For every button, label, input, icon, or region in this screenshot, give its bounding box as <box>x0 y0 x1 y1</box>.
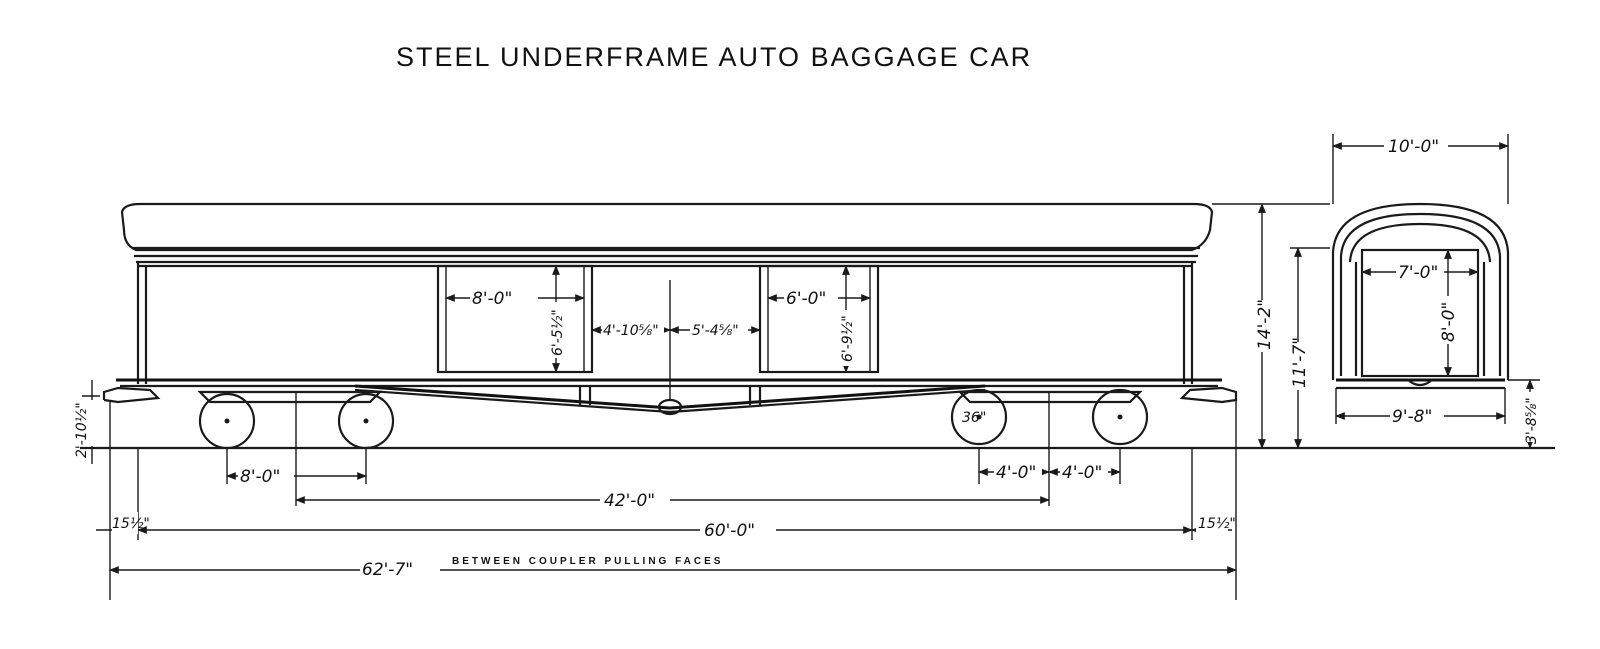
dim-truck-wheelbase-right-b: 4'-0" <box>1062 463 1102 483</box>
dim-door-left-height: 6'-5½" <box>550 309 566 356</box>
dim-door-right-width: 6'-0" <box>786 289 826 309</box>
dim-overall-height: 14'-2" <box>1255 299 1275 350</box>
side-door-right <box>758 264 880 374</box>
dim-end-floor-height: 3'-8⅝" <box>1524 397 1540 444</box>
dim-end-overhang-left: 15½" <box>112 516 150 532</box>
end-elevation <box>1331 202 1510 390</box>
dim-end-floor-width: 9'-8" <box>1392 407 1432 427</box>
dim-wheel-diameter: 36" <box>962 410 986 426</box>
overall-length-note: BETWEEN COUPLER PULLING FACES <box>452 556 723 567</box>
dim-end-door-height: 8'-0" <box>1439 302 1459 342</box>
truss-rod <box>354 384 986 410</box>
dim-end-door-width: 7'-0" <box>1398 263 1438 283</box>
dim-end-overhang-right: 15½" <box>1198 516 1236 532</box>
dim-end-overall-width: 10'-0" <box>1388 137 1439 157</box>
coupler-left <box>102 386 161 404</box>
dim-door-right-height: 6'-9½" <box>840 315 856 362</box>
side-dimensions: 8'-0" 6'-5½" 4'-10⅝" 5'-4⅝" 6'-0" 6'-9½"… <box>74 203 1330 600</box>
dim-truck-wheelbase-left: 8'-0" <box>240 467 280 487</box>
end-roof <box>1331 202 1510 253</box>
dim-truck-wheelbase-right-a: 4'-0" <box>996 463 1036 483</box>
coupler-right <box>1179 386 1238 404</box>
dim-coupler-height: 2'-10½" <box>74 402 90 458</box>
end-dimensions: 10'-0" 7'-0" 8'-0" 9'-8" 3'-8⅝" <box>1332 134 1542 449</box>
dim-pier-b: 5'-4⅝" <box>692 323 739 339</box>
side-door-left <box>436 264 594 374</box>
dim-side-height: 11'-7" <box>1290 337 1310 388</box>
side-elevation <box>80 202 1555 450</box>
dim-body-length: 60'-0" <box>704 521 755 541</box>
dim-pier-a: 4'-10⅝" <box>603 323 659 339</box>
end-door <box>1360 248 1480 378</box>
drawing-title: STEEL UNDERFRAME AUTO BAGGAGE CAR <box>396 42 1032 72</box>
wheel <box>950 388 1008 446</box>
wheel <box>1091 388 1149 446</box>
dim-overall-length: 62'-7" <box>362 560 413 580</box>
dim-truck-centers: 42'-0" <box>604 491 655 511</box>
dim-door-left-width: 8'-0" <box>472 289 512 309</box>
roof <box>120 202 1214 252</box>
